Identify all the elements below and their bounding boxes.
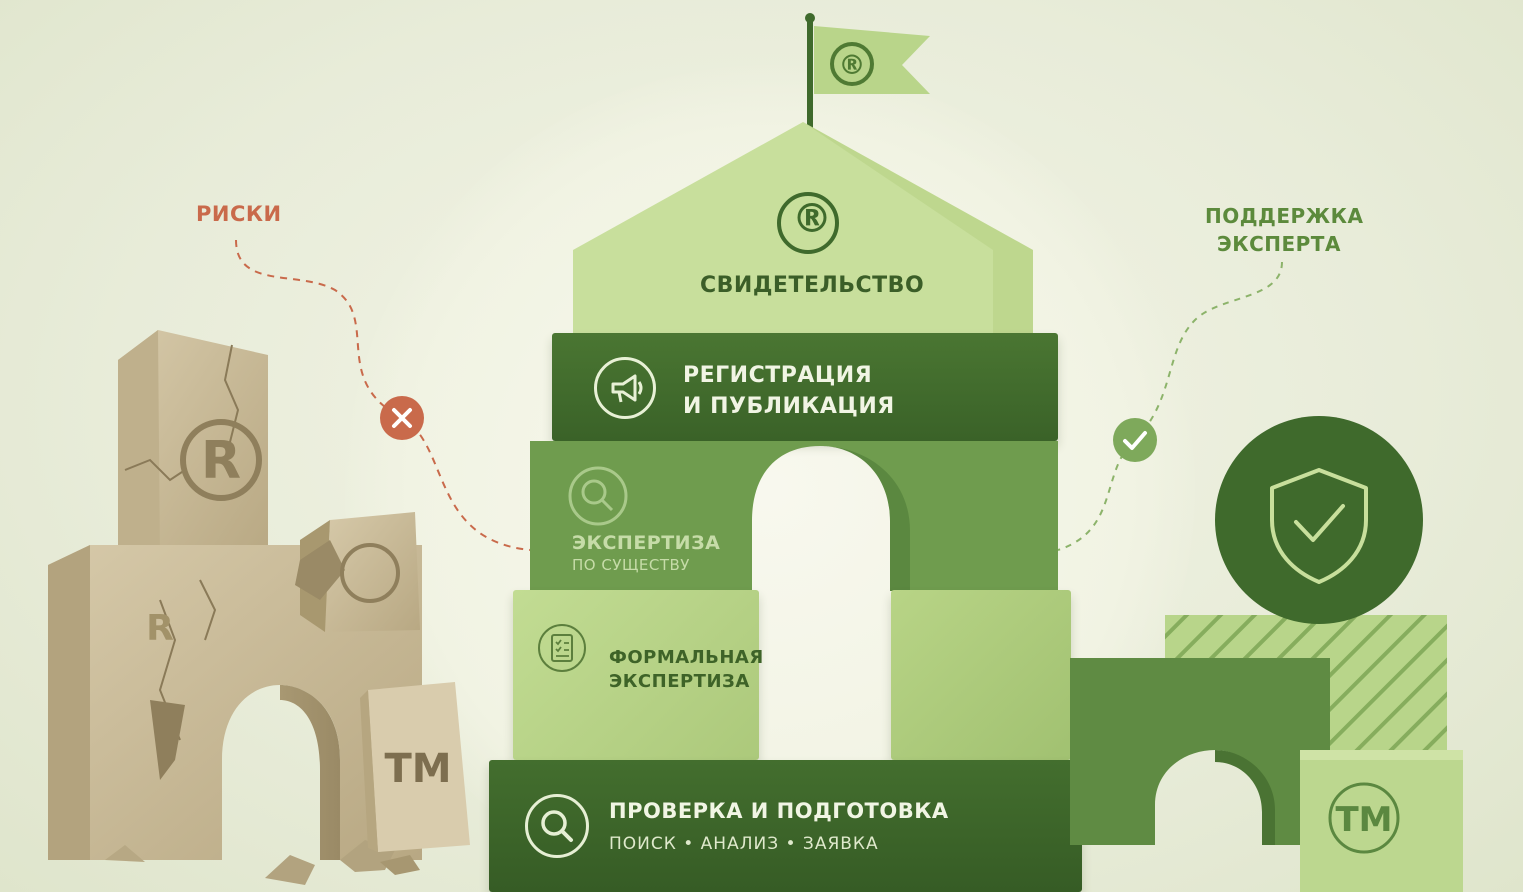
formal-block-left <box>513 590 759 760</box>
formal-block-right <box>891 590 1071 760</box>
checklist-icon <box>538 624 586 672</box>
roof-title: СВИДЕТЕЛЬСТВО <box>700 273 925 298</box>
registration-label: РЕГИСТРАЦИЯ И ПУБЛИКАЦИЯ <box>683 360 895 422</box>
support-label: ПОДДЕРЖКА ЭКСПЕРТА <box>1205 202 1364 258</box>
shield-check-icon <box>1270 470 1368 584</box>
base-subtitle: ПОИСК • АНАЛИЗ • ЗАЯВКА <box>609 834 879 854</box>
roof-block <box>573 122 1033 335</box>
substantive-label: ЭКСПЕРТИЗА ПО СУЩЕСТВУ <box>572 532 720 574</box>
formal-line2: ЭКСПЕРТИЗА <box>609 671 750 692</box>
ruin-tm-label: TM <box>384 746 451 792</box>
substantive-block <box>530 441 1058 591</box>
ruin-r-symbol: R <box>201 431 241 491</box>
formal-line1: ФОРМАЛЬНАЯ <box>609 647 764 668</box>
search-icon <box>525 794 589 858</box>
flag-symbol: ® <box>839 50 866 81</box>
support-label-line2: ЭКСПЕРТА <box>1217 232 1341 256</box>
flag: ® <box>805 13 930 130</box>
registration-line2: И ПУБЛИКАЦИЯ <box>683 394 895 419</box>
megaphone-icon <box>594 357 656 419</box>
ruin-small-r: R <box>146 608 174 649</box>
registration-line1: РЕГИСТРАЦИЯ <box>683 363 873 388</box>
risks-label: РИСКИ <box>196 202 282 226</box>
base-title: ПРОВЕРКА И ПОДГОТОВКА <box>609 799 949 823</box>
support-check-icon <box>1113 418 1157 462</box>
support-label-line1: ПОДДЕРЖКА <box>1205 204 1364 228</box>
substantive-line2: ПО СУЩЕСТВУ <box>572 556 690 574</box>
risk-x-icon <box>380 396 424 440</box>
cube-tm-label: TM <box>1335 800 1392 840</box>
formal-label: ФОРМАЛЬНАЯ ЭКСПЕРТИЗА <box>609 646 764 694</box>
substantive-line1: ЭКСПЕРТИЗА <box>572 532 721 554</box>
